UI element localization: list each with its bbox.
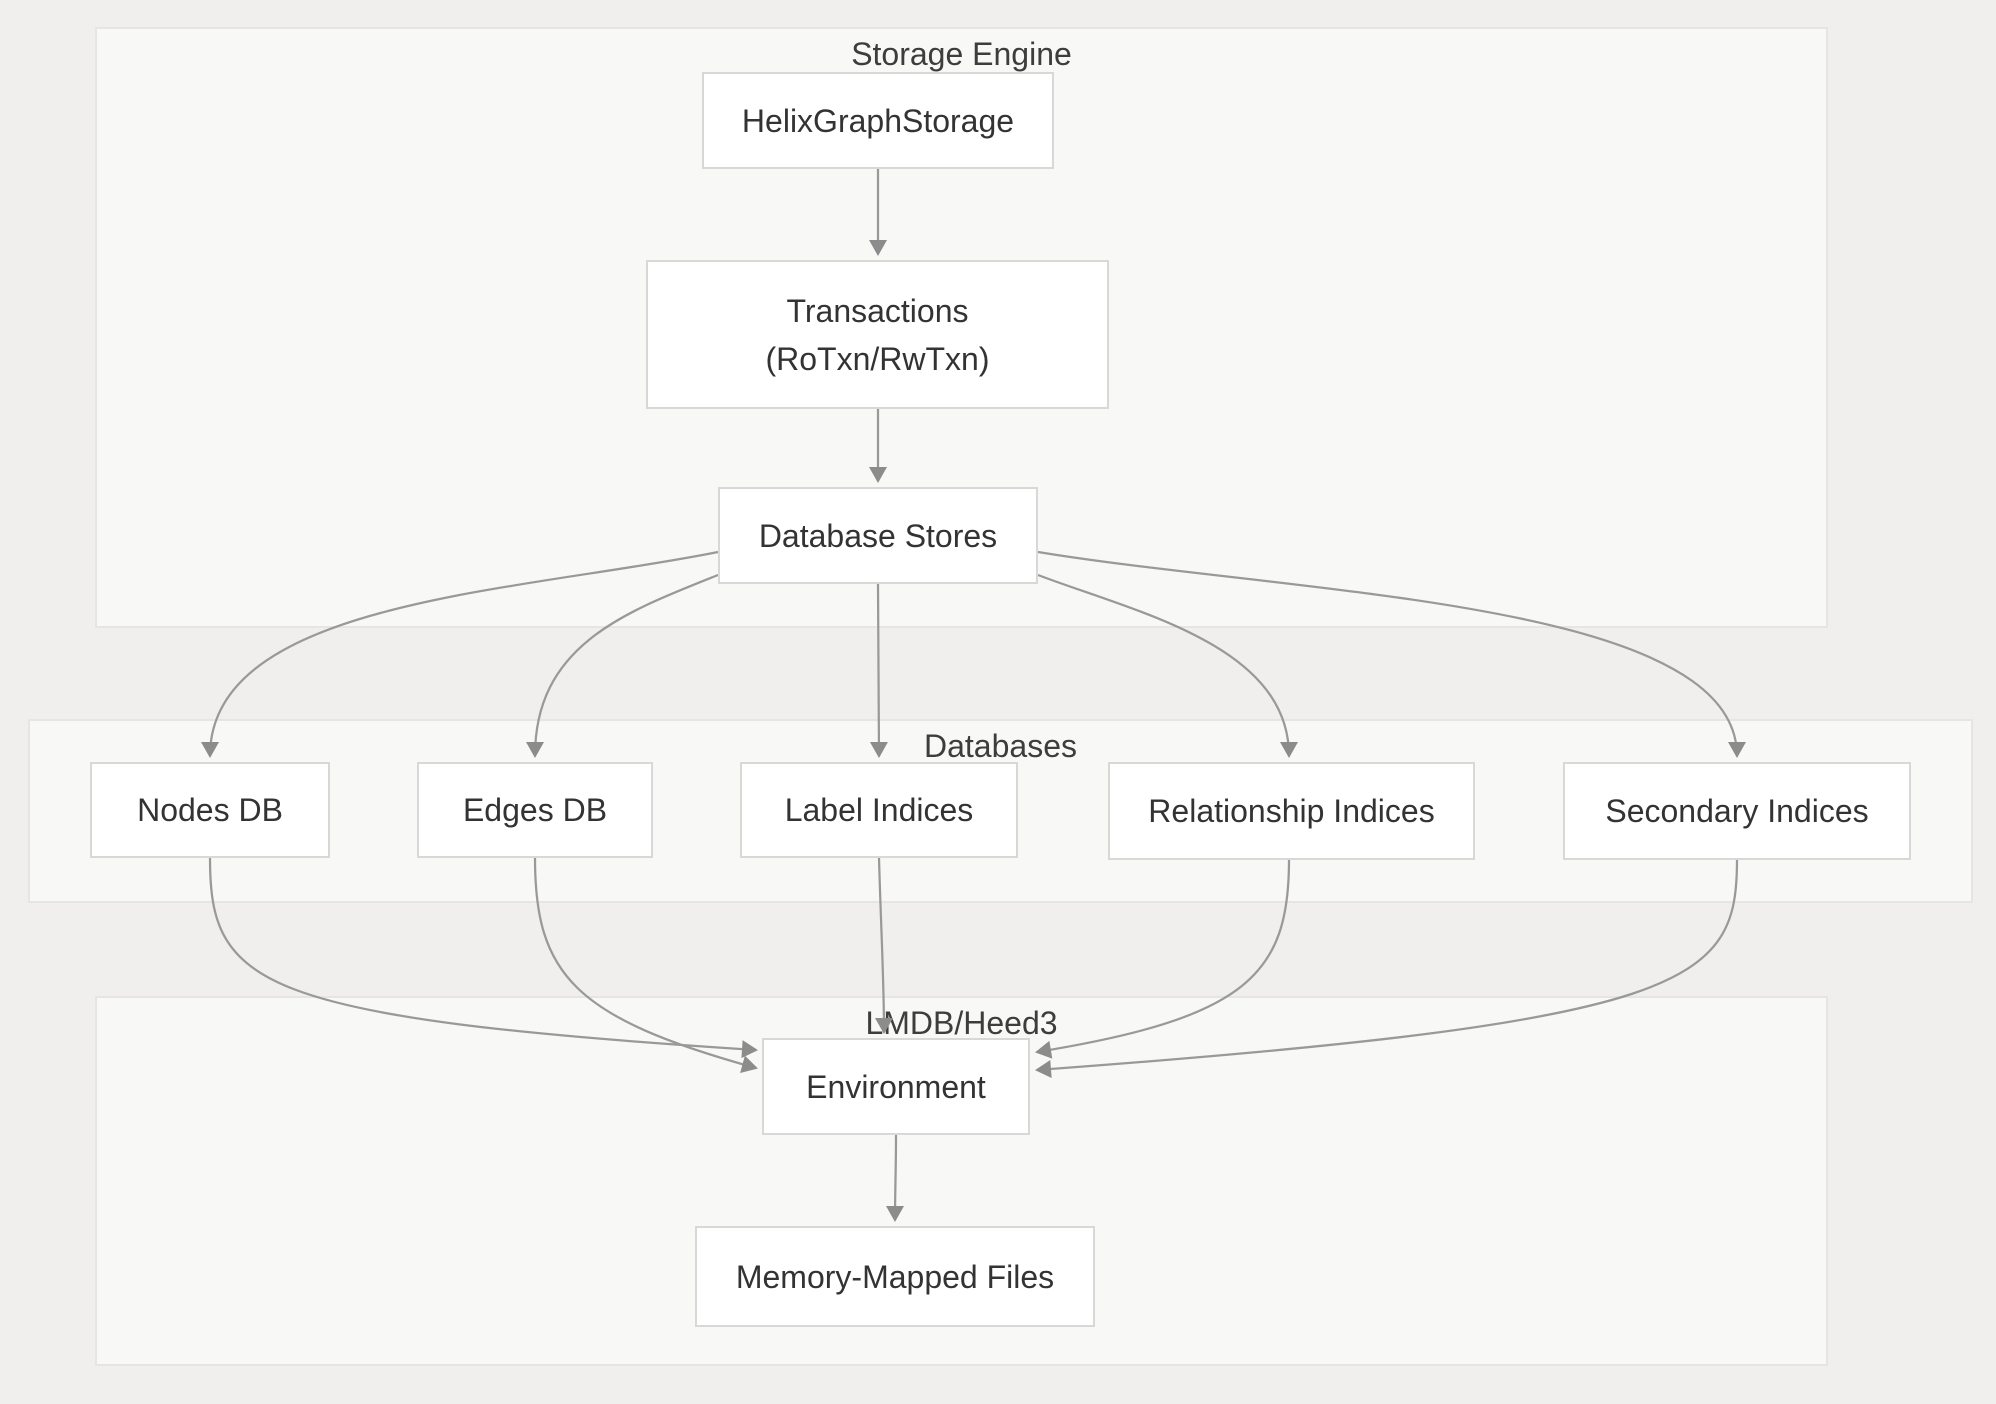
node-label-line2: (RoTxn/RwTxn) — [765, 340, 990, 377]
node-label-indices: Label Indices — [740, 762, 1018, 858]
edge-label-indices-to-environment — [874, 857, 893, 1034]
node-label: Relationship Indices — [1148, 793, 1435, 829]
container-title-lmdb-heed3: LMDB/Heed3 — [865, 1005, 1058, 1041]
edge-database-stores-to-label-indices — [869, 583, 888, 758]
node-memory-mapped-files: Memory-Mapped Files — [695, 1226, 1095, 1327]
node-edges-db: Edges DB — [417, 762, 653, 858]
node-label: HelixGraphStorage — [741, 102, 1015, 139]
node-label: Secondary Indices — [1605, 793, 1869, 829]
edge-edges-db-to-environment — [533, 857, 758, 1073]
node-relationship-indices: Relationship Indices — [1108, 762, 1475, 860]
edge-database-stores-to-secondary-indices — [1037, 550, 1746, 758]
node-label-line1: Transactions — [786, 292, 969, 329]
node-label: Edges DB — [462, 792, 608, 828]
edge-database-stores-to-edges-db — [526, 573, 719, 758]
node-nodes-db: Nodes DB — [90, 762, 330, 858]
node-label: Label Indices — [784, 792, 974, 828]
edge-database-stores-to-nodes-db — [201, 550, 719, 758]
edge-relationship-indices-to-environment — [1035, 859, 1291, 1059]
node-label: Nodes DB — [137, 792, 283, 828]
node-helixgraphstorage: HelixGraphStorage — [702, 72, 1054, 169]
edge-nodes-db-to-environment — [208, 857, 758, 1059]
edge-environment-to-memory-mapped-files — [886, 1134, 905, 1222]
node-label: Memory-Mapped Files — [735, 1258, 1055, 1295]
node-transactions: Transactions (RoTxn/RwTxn) — [646, 260, 1109, 409]
edge-database-stores-to-relationship-indices — [1037, 573, 1298, 758]
node-label: Database Stores — [758, 517, 998, 554]
node-secondary-indices: Secondary Indices — [1563, 762, 1911, 860]
edge-secondary-indices-to-environment — [1035, 859, 1739, 1078]
node-database-stores: Database Stores — [718, 487, 1038, 584]
container-title-storage-engine: Storage Engine — [851, 36, 1072, 72]
node-environment: Environment — [762, 1038, 1030, 1135]
container-title-databases: Databases — [924, 728, 1077, 764]
node-label: Environment — [806, 1068, 986, 1105]
